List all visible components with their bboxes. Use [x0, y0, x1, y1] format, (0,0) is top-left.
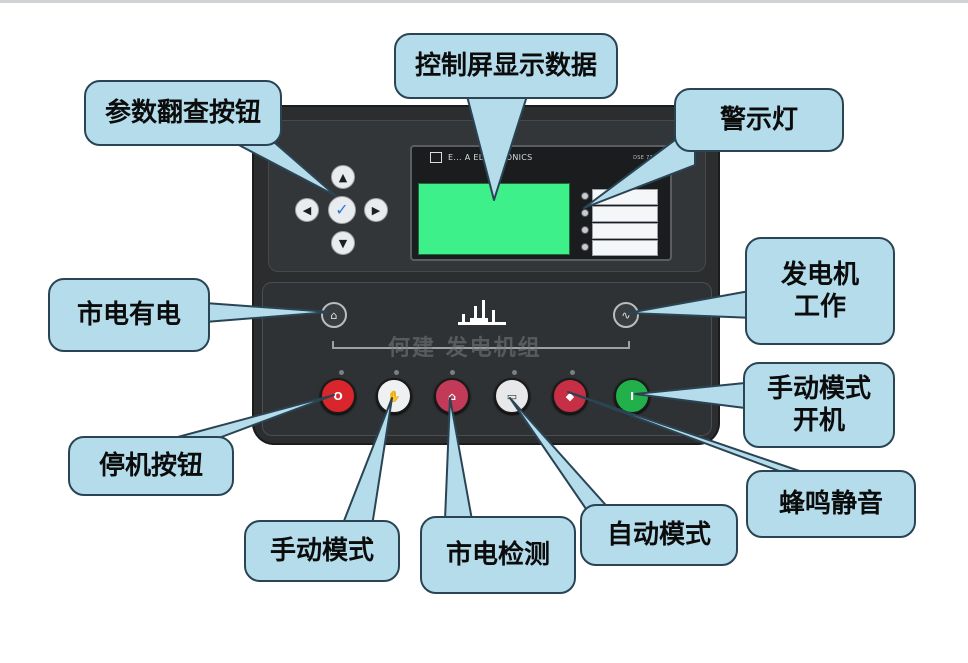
warning-label-slot-4 [592, 240, 658, 256]
auto-mode-button[interactable]: ▭ [494, 378, 530, 414]
pointer-manual-start [634, 382, 746, 409]
callout-generator-running-line1: 发电机 [780, 259, 859, 290]
pointer-display [466, 95, 528, 201]
pointer-mains [204, 302, 331, 323]
brand-logo-icon [430, 152, 442, 163]
callout-warning-lights: 警示灯 [674, 88, 844, 152]
manual-mode-button[interactable]: ✋ [376, 378, 412, 414]
callout-param-buttons-text: 参数翻查按钮 [104, 97, 261, 128]
callout-mains-available: 市电有电 [48, 278, 210, 352]
callout-generator-running: 发电机 工作 [745, 237, 895, 345]
callout-display: 控制屏显示数据 [394, 33, 618, 99]
callout-param-buttons: 参数翻查按钮 [84, 80, 282, 146]
stop-led [339, 370, 344, 375]
callout-mains-check: 市电检测 [420, 516, 576, 594]
model-number: DSE 7320 [633, 155, 660, 161]
callout-manual-start-line2: 开机 [792, 406, 845, 436]
pointer-param-buttons [234, 142, 337, 197]
mains-supply-icon: ⌂ [321, 302, 347, 328]
callout-stop-button: 停机按钮 [68, 436, 234, 496]
pointer-generator [627, 289, 756, 319]
callout-generator-running-line2: 工作 [793, 292, 846, 322]
pointer-mains-check [444, 397, 473, 521]
bus-line [332, 347, 630, 349]
generator-plant-icon [458, 300, 506, 325]
callout-alarm-mute: 蜂鸣静音 [746, 470, 916, 538]
callout-manual-mode: 手动模式 [244, 520, 400, 582]
bus-tick-right [628, 341, 630, 347]
bus-tick-left [332, 341, 334, 347]
callout-alarm-mute-text: 蜂鸣静音 [778, 488, 883, 519]
warning-led-4 [581, 243, 589, 251]
stop-button[interactable]: O [320, 378, 356, 414]
watermark: 何建 发电机组 [388, 336, 542, 361]
top-border [0, 0, 968, 3]
ok-check-icon[interactable]: ✓ [328, 196, 356, 224]
warning-led-1 [581, 192, 589, 200]
sine-wave-icon: ∿ [613, 302, 639, 328]
warning-label-slot-3 [592, 223, 658, 239]
callout-warning-lights-text: 警示灯 [719, 104, 798, 135]
callout-manual-start-line1: 手动模式 [766, 373, 871, 404]
callout-auto-mode: 自动模式 [580, 504, 738, 566]
warning-led-3 [581, 226, 589, 234]
mute-led [570, 370, 575, 375]
callout-mains-check-text: 市电检测 [445, 539, 550, 570]
callout-display-text: 控制屏显示数据 [414, 50, 597, 81]
callout-mains-available-text: 市电有电 [76, 299, 181, 330]
callout-stop-button-text: 停机按钮 [98, 450, 203, 481]
right-arrow-icon[interactable]: ▶ [364, 198, 388, 222]
warning-label-slot-2 [592, 206, 658, 222]
up-arrow-icon[interactable]: ▲ [331, 165, 355, 189]
warning-led-2 [581, 209, 589, 217]
manual-led [394, 370, 399, 375]
callout-manual-mode-text: 手动模式 [269, 535, 374, 566]
callout-manual-start: 手动模式 开机 [743, 362, 895, 448]
auto-led [512, 370, 517, 375]
mains-led [450, 370, 455, 375]
left-arrow-icon[interactable]: ◀ [295, 198, 319, 222]
callout-auto-mode-text: 自动模式 [606, 519, 711, 550]
pointer-manual-mode [341, 397, 393, 527]
down-arrow-icon[interactable]: ▼ [331, 231, 355, 255]
alarm-mute-button[interactable]: ◆ [552, 378, 588, 414]
